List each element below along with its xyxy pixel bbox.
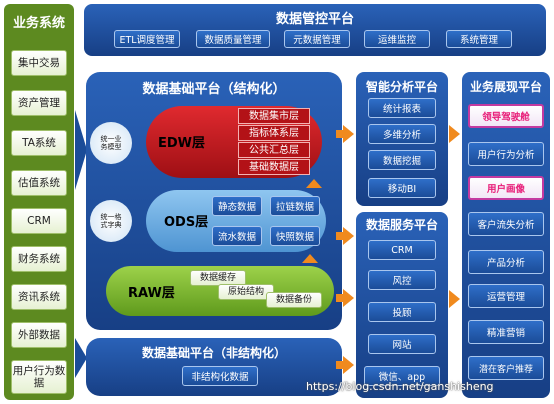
unstructured-platform-title: 数据基础平台（非结构化） <box>141 346 286 360</box>
arrow-service-to-display <box>449 290 460 308</box>
business-systems-panel: 业务系统 集中交易 资产管理 TA系统 估值系统 CRM 财务系统 资讯系统 外… <box>4 4 74 400</box>
service-item[interactable]: 微信、app <box>364 366 440 386</box>
structured-platform-panel: 数据基础平台（结构化） 统一业务模型 EDW层 数据集市层 指标体系层 公共汇总… <box>86 72 342 330</box>
analysis-item[interactable]: 多维分析 <box>368 124 436 144</box>
arrow-shaft-unstructured <box>336 361 344 369</box>
edw-item[interactable]: 数据集市层 <box>238 108 310 124</box>
service-platform-panel: 数据服务平台 CRM 风控 投顾 网站 微信、app <box>356 212 448 398</box>
ods-label: ODS层 <box>164 215 209 230</box>
display-item[interactable]: 客户流失分析 <box>468 212 544 236</box>
business-system-item[interactable]: 估值系统 <box>11 170 67 196</box>
ods-layer: ODS层 静态数据 拉链数据 流水数据 快照数据 <box>146 190 326 252</box>
business-system-item[interactable]: 外部数据 <box>11 322 67 348</box>
display-platform-panel: 业务展现平台 领导驾驶舱 用户行为分析 用户画像 客户流失分析 产品分析 运营管… <box>462 72 550 398</box>
governance-item[interactable]: 运维监控 <box>364 30 430 48</box>
raw-label: RAW层 <box>128 286 175 301</box>
edw-layer: EDW层 数据集市层 指标体系层 公共汇总层 基础数据层 <box>146 106 322 178</box>
raw-layer: RAW层 数据缓存 原始结构 数据备份 <box>106 266 334 316</box>
analysis-platform-title: 智能分析平台 <box>365 80 438 94</box>
edw-item[interactable]: 公共汇总层 <box>238 142 310 158</box>
arrow-raw-to-service <box>343 289 354 307</box>
governance-panel: 数据管控平台 ETL调度管理 数据质量管理 元数据管理 运维监控 系统管理 <box>84 4 546 56</box>
display-platform-title: 业务展现平台 <box>469 80 542 94</box>
business-systems-title: 业务系统 <box>12 16 65 31</box>
business-system-item[interactable]: CRM <box>11 208 67 234</box>
ods-tag: 统一格式字典 <box>90 200 132 242</box>
business-system-item[interactable]: 集中交易 <box>11 50 67 76</box>
arrow-raw-to-ods <box>302 254 318 263</box>
ods-tag-text: 统一格式字典 <box>100 213 122 229</box>
unstructured-item[interactable]: 非结构化数据 <box>182 366 258 386</box>
display-item-highlight[interactable]: 用户画像 <box>468 176 544 200</box>
edw-label: EDW层 <box>158 136 206 151</box>
service-item[interactable]: CRM <box>368 240 436 260</box>
ods-item[interactable]: 快照数据 <box>270 226 320 246</box>
arrow-shaft-edw <box>336 130 344 138</box>
arrow-shaft-ods <box>336 232 344 240</box>
arrow-ods-to-service <box>343 227 354 245</box>
analysis-item[interactable]: 统计报表 <box>368 98 436 118</box>
business-system-item[interactable]: 资讯系统 <box>11 284 67 310</box>
display-item[interactable]: 用户行为分析 <box>468 142 544 166</box>
analysis-platform-panel: 智能分析平台 统计报表 多维分析 数据挖掘 移动BI <box>356 72 448 206</box>
governance-item[interactable]: ETL调度管理 <box>114 30 180 48</box>
ods-item[interactable]: 静态数据 <box>212 196 262 216</box>
arrow-unstructured-to-service <box>343 356 354 374</box>
service-item[interactable]: 风控 <box>368 270 436 290</box>
arrow-to-structured <box>75 110 87 190</box>
governance-item[interactable]: 元数据管理 <box>284 30 350 48</box>
service-platform-title: 数据服务平台 <box>365 218 438 232</box>
analysis-item[interactable]: 数据挖掘 <box>368 150 436 170</box>
raw-item[interactable]: 数据备份 <box>266 292 322 308</box>
display-item[interactable]: 精准营销 <box>468 320 544 344</box>
arrow-analysis-to-display <box>449 125 460 143</box>
structured-platform-title: 数据基础平台（结构化） <box>142 82 286 97</box>
ods-item[interactable]: 流水数据 <box>212 226 262 246</box>
service-item[interactable]: 投顾 <box>368 302 436 322</box>
display-item[interactable]: 产品分析 <box>468 250 544 274</box>
edw-item[interactable]: 基础数据层 <box>238 159 310 175</box>
watermark: https://blog.csdn.net/ganshisheng <box>306 380 494 393</box>
analysis-item[interactable]: 移动BI <box>368 178 436 198</box>
arrow-to-unstructured <box>75 338 87 378</box>
edw-tag-text: 统一业务模型 <box>100 135 122 151</box>
arrow-ods-to-edw <box>306 179 322 188</box>
display-item[interactable]: 运营管理 <box>468 284 544 308</box>
arrow-shaft-raw <box>336 294 344 302</box>
governance-item[interactable]: 系统管理 <box>446 30 512 48</box>
display-item-highlight[interactable]: 领导驾驶舱 <box>468 104 544 128</box>
arrow-edw-to-analysis <box>343 125 354 143</box>
business-system-item[interactable]: 财务系统 <box>11 246 67 272</box>
ods-item[interactable]: 拉链数据 <box>270 196 320 216</box>
unstructured-platform-panel: 数据基础平台（非结构化） 非结构化数据 <box>86 338 342 396</box>
business-system-item[interactable]: 用户行为数据 <box>11 360 67 394</box>
edw-tag: 统一业务模型 <box>90 122 132 164</box>
edw-item[interactable]: 指标体系层 <box>238 125 310 141</box>
governance-item[interactable]: 数据质量管理 <box>196 30 270 48</box>
service-item[interactable]: 网站 <box>368 334 436 354</box>
governance-title: 数据管控平台 <box>275 12 354 27</box>
display-item[interactable]: 潜在客户推荐 <box>468 356 544 380</box>
business-system-item[interactable]: 资产管理 <box>11 90 67 116</box>
business-system-item[interactable]: TA系统 <box>11 130 67 156</box>
